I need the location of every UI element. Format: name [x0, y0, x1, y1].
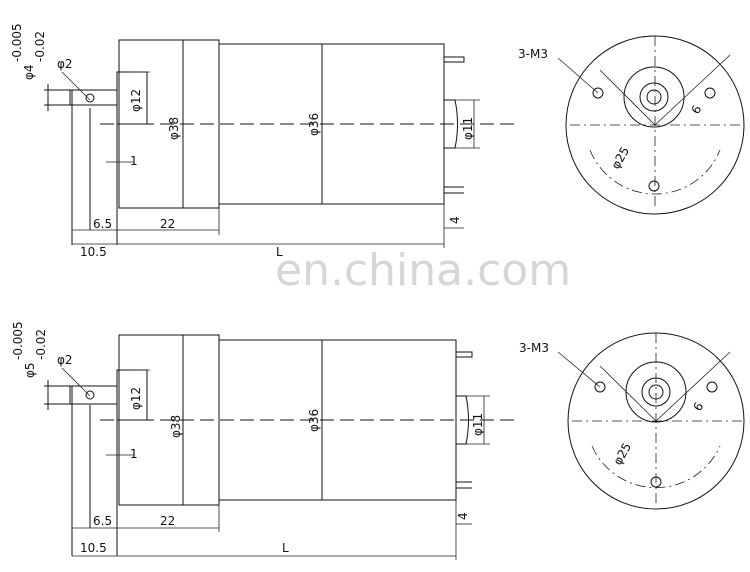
dim-22: 22: [160, 217, 175, 231]
hole-diameter-label: φ2: [57, 353, 73, 367]
end-view-top: 3-M3 φ25 6: [518, 35, 745, 215]
pcd-label: φ25: [610, 440, 634, 467]
dim-22: 22: [160, 514, 175, 528]
dim-10-5: 10.5: [80, 541, 107, 555]
flat-label: 1: [130, 447, 138, 461]
tolerance-upper: -0.005: [11, 321, 25, 360]
shaft-diameter-label: φ4: [22, 64, 36, 80]
flat-label: 1: [130, 154, 138, 168]
dim-10-5: 10.5: [80, 245, 107, 259]
screw-label: 3-M3: [519, 341, 549, 355]
tolerance-lower: -0.02: [34, 329, 48, 360]
flange-diameter-label: φ38: [167, 117, 181, 140]
pcd-label: φ25: [608, 144, 632, 171]
dim-6-5: 6.5: [93, 217, 112, 231]
boss-diameter-label: φ12: [129, 89, 143, 112]
dim-L: L: [282, 541, 289, 555]
watermark: en.china.com: [275, 245, 571, 296]
terminal-label: 4: [456, 512, 470, 520]
tolerance-lower: -0.02: [33, 31, 47, 62]
dim-6-5: 6.5: [93, 514, 112, 528]
angle-label: 6: [690, 400, 706, 414]
shaft-diameter-label: φ5: [23, 362, 37, 378]
bump-diameter-label: φ11: [471, 413, 485, 436]
end-view-bottom: 3-M3 φ25 6: [519, 332, 745, 510]
terminal-label: 4: [448, 216, 462, 224]
flange-diameter-label: φ38: [169, 415, 183, 438]
boss-diameter-label: φ12: [129, 387, 143, 410]
bump-diameter-label: φ11: [461, 117, 475, 140]
hole-diameter-label: φ2: [57, 57, 73, 71]
side-view-top: φ4 -0.005 -0.02 φ2 φ12 φ38 φ36 1: [10, 23, 520, 259]
side-view-bottom: φ5 -0.005 -0.02 φ2 φ12 φ38 φ36 1 φ11: [11, 321, 520, 560]
dim-L: L: [276, 245, 283, 259]
screw-label: 3-M3: [518, 47, 548, 61]
tolerance-upper: -0.005: [10, 23, 24, 62]
angle-label: 6: [688, 103, 704, 117]
